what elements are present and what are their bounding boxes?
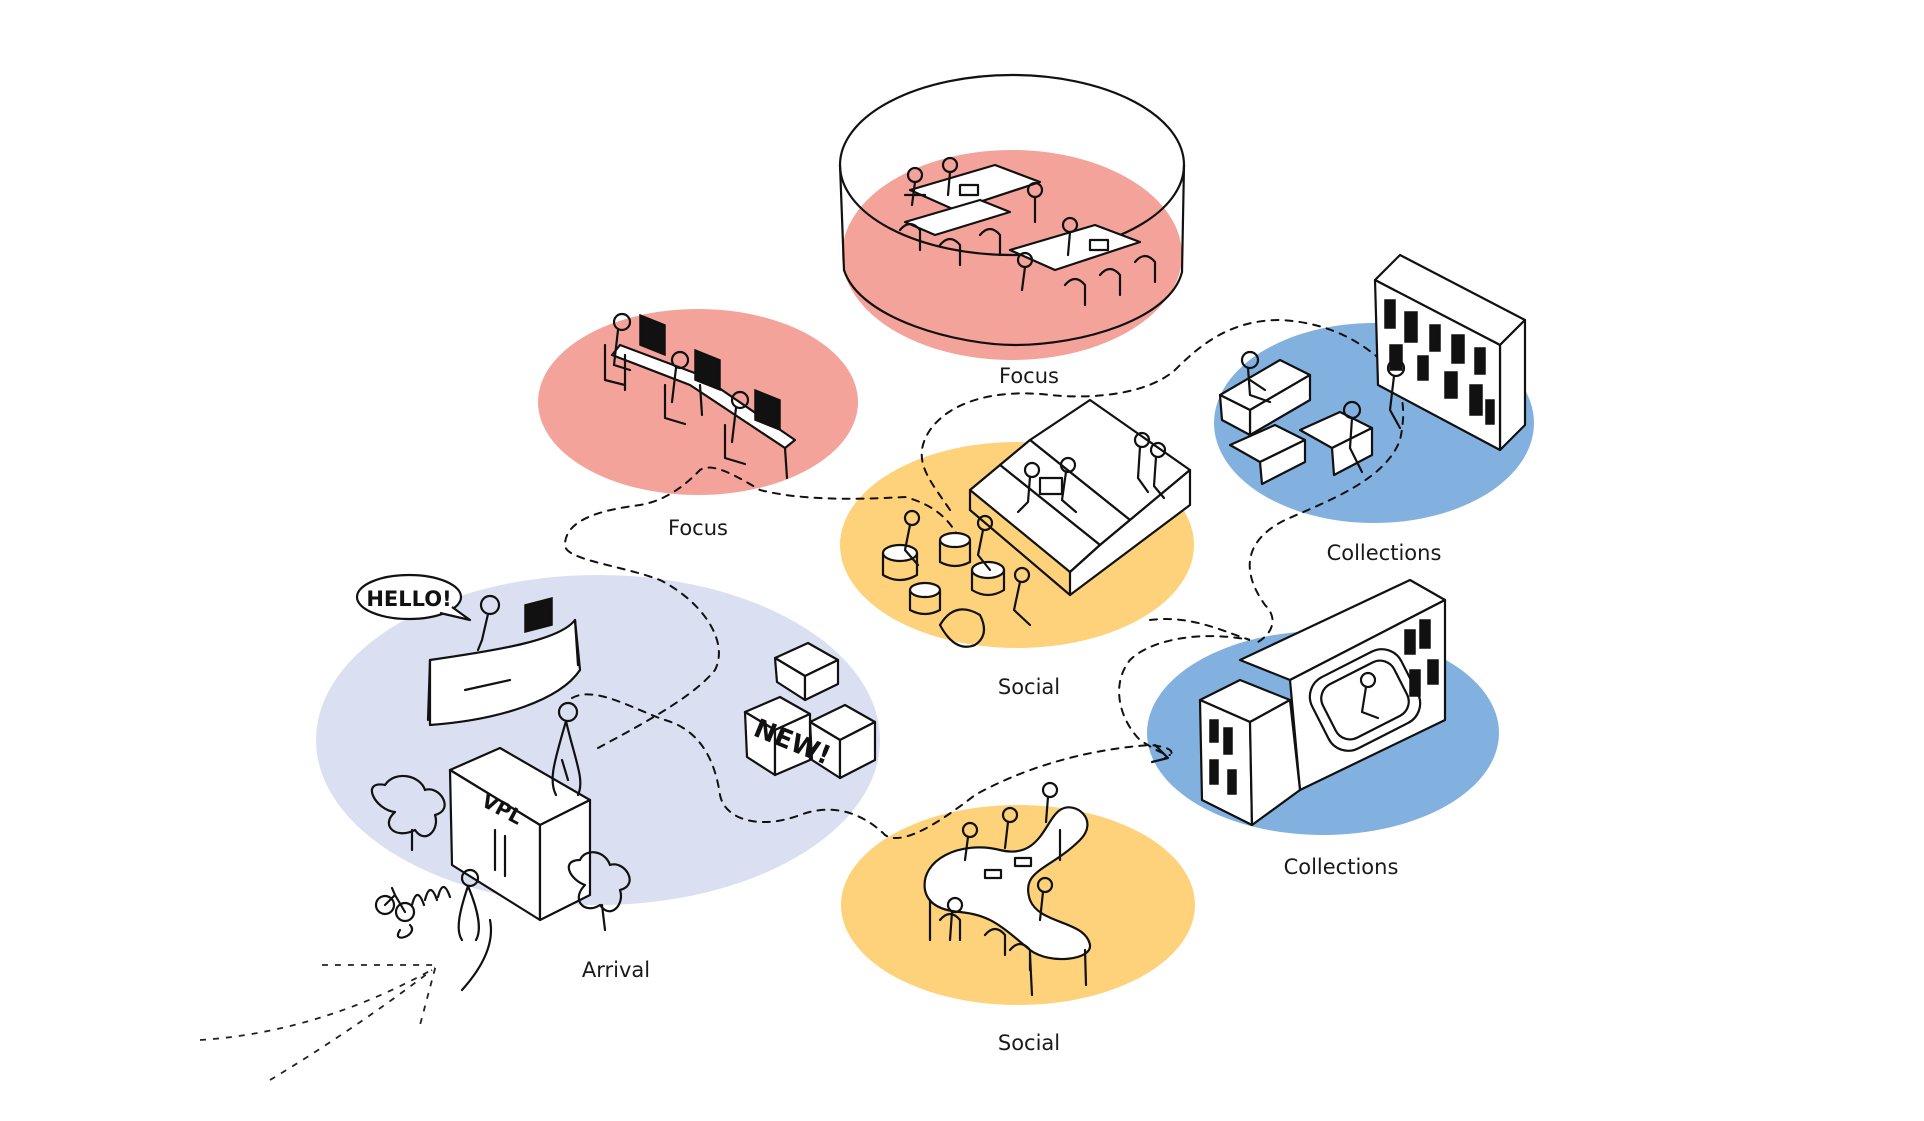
circulation-path — [571, 693, 1173, 840]
path-arrowhead — [1150, 743, 1170, 764]
circulation-path-4 — [1118, 618, 1251, 756]
entry-arrow-icon — [199, 964, 438, 1081]
circulation-path-2 — [563, 466, 961, 749]
computer-desks-sketch — [603, 312, 797, 480]
speech-bubble-icon — [355, 573, 472, 622]
label-collections-top: Collections — [1327, 541, 1442, 565]
amphitheatre-steps-sketch — [881, 398, 1192, 648]
label-arrival: Arrival — [582, 958, 650, 982]
serpentine-table-sketch — [923, 781, 1092, 997]
greeting-text: HELLO! — [366, 587, 451, 611]
media-shelf-sketch — [1198, 578, 1447, 827]
label-social-bottom: Social — [998, 1031, 1060, 1055]
arrival-sketch: HELLO! VPL — [355, 573, 877, 992]
label-focus-top: Focus — [999, 364, 1059, 388]
zone-focus-left-blob — [538, 309, 858, 495]
label-focus-left: Focus — [668, 516, 728, 540]
focus-drum-sketch — [838, 73, 1186, 347]
label-social-middle: Social — [998, 675, 1060, 699]
label-collections-bottom: Collections — [1284, 855, 1399, 879]
bicycle-icon — [374, 885, 452, 939]
bookshelf-lounge-sketch — [1218, 253, 1527, 486]
